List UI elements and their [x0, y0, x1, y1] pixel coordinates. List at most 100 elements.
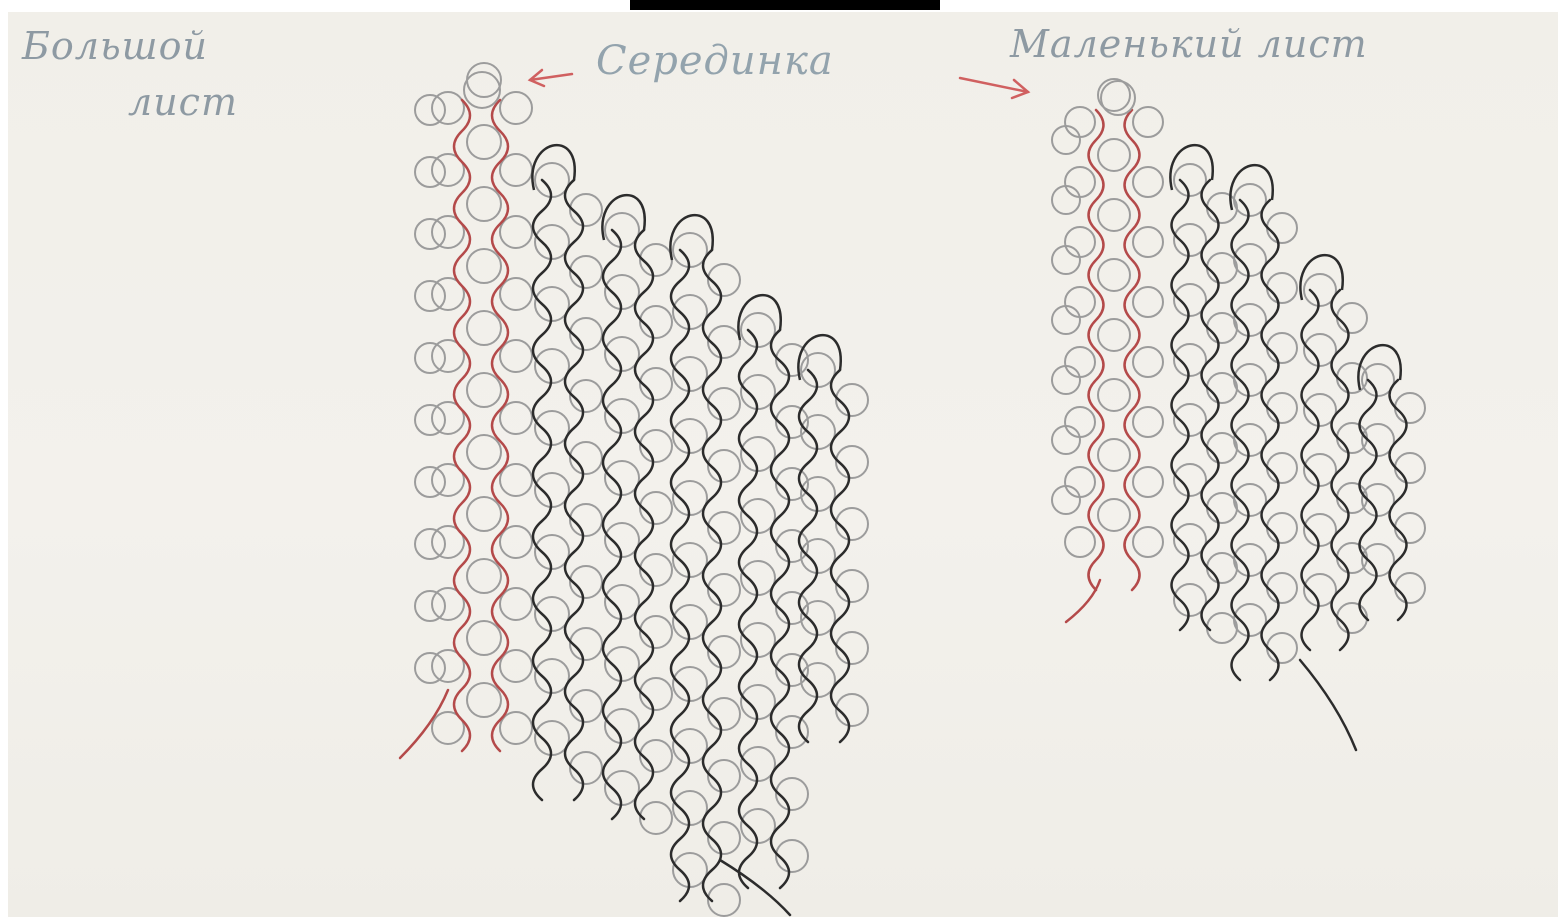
outer-thread — [737, 328, 759, 890]
bead — [414, 652, 446, 684]
bead — [740, 808, 776, 844]
bead — [1097, 258, 1131, 292]
outer-thread — [701, 248, 723, 903]
bead — [672, 480, 708, 516]
bead — [1173, 523, 1207, 557]
bead — [569, 627, 603, 661]
bead — [740, 312, 776, 348]
bead — [1206, 252, 1238, 284]
bead — [707, 573, 741, 607]
arrow-to-small-leaf — [958, 76, 1031, 100]
bead — [835, 445, 869, 479]
bead — [1173, 403, 1207, 437]
bead — [431, 649, 465, 683]
bead — [800, 538, 836, 574]
bead — [604, 584, 640, 620]
bead — [534, 534, 570, 570]
bead — [534, 162, 570, 198]
bead — [431, 525, 465, 559]
bead — [569, 379, 603, 413]
bead — [1266, 212, 1298, 244]
bead — [604, 770, 640, 806]
bead — [604, 708, 640, 744]
bead — [1097, 198, 1131, 232]
bead — [414, 466, 446, 498]
bead — [1361, 363, 1395, 397]
outer-thread — [531, 178, 553, 802]
bead — [639, 243, 673, 277]
bead — [466, 558, 502, 594]
small-center-thread-right — [1123, 108, 1141, 592]
bead — [1394, 512, 1426, 544]
bead — [1132, 166, 1164, 198]
bead — [431, 401, 465, 435]
small-outer-thread — [1388, 378, 1408, 622]
bead — [499, 91, 533, 125]
bead — [1132, 346, 1164, 378]
bead — [1266, 332, 1298, 364]
bead — [569, 255, 603, 289]
bead — [1394, 392, 1426, 424]
bead — [672, 294, 708, 330]
bead — [534, 472, 570, 508]
bead — [1051, 485, 1081, 515]
bead — [1132, 286, 1164, 318]
outer-thread — [669, 248, 691, 903]
bead — [499, 339, 533, 373]
bead — [499, 587, 533, 621]
small-outer-thread — [1358, 378, 1378, 622]
bead — [1233, 303, 1267, 337]
bead — [569, 441, 603, 475]
bead — [534, 720, 570, 756]
bead — [1266, 512, 1298, 544]
bead — [1097, 378, 1131, 412]
bead — [431, 277, 465, 311]
bead — [1266, 392, 1298, 424]
small-leaf-label: Маленький лист — [1010, 22, 1368, 66]
bead — [1132, 106, 1164, 138]
bead — [499, 649, 533, 683]
large-leaf-diagram — [398, 62, 869, 917]
bead — [740, 498, 776, 534]
bead — [1173, 343, 1207, 377]
bead — [1361, 543, 1395, 577]
bead — [740, 684, 776, 720]
bead — [707, 821, 741, 855]
bead — [1132, 226, 1164, 258]
outer-thread — [829, 368, 851, 744]
bead — [1206, 552, 1238, 584]
bead — [775, 653, 809, 687]
small-leaf-row-loop — [1229, 163, 1274, 211]
bead — [1233, 423, 1267, 457]
bead — [639, 739, 673, 773]
bead — [463, 71, 501, 109]
bead — [1097, 438, 1131, 472]
large-leaf-label-line2: лист — [128, 80, 238, 124]
bead — [499, 215, 533, 249]
paper-sheet — [8, 12, 1558, 917]
bead — [1361, 423, 1395, 457]
bead — [1097, 498, 1131, 532]
bead — [775, 777, 809, 811]
bead — [569, 565, 603, 599]
bead — [800, 662, 836, 698]
bead — [534, 658, 570, 694]
bead — [639, 367, 673, 401]
outer-thread — [563, 178, 585, 802]
bead — [499, 525, 533, 559]
bead — [1097, 318, 1131, 352]
small-outer-thread — [1230, 198, 1250, 682]
bead — [707, 883, 741, 917]
leaf-row-loop — [669, 213, 714, 261]
bead — [1303, 453, 1337, 487]
bead — [1064, 406, 1096, 438]
bead — [604, 646, 640, 682]
bead — [672, 418, 708, 454]
bead — [800, 600, 836, 636]
bead — [466, 496, 502, 532]
bead — [1361, 483, 1395, 517]
small-outer-thread — [1200, 178, 1220, 632]
small-outer-thread — [1330, 288, 1350, 652]
center-label: Серединка — [596, 38, 834, 84]
bead — [534, 348, 570, 384]
